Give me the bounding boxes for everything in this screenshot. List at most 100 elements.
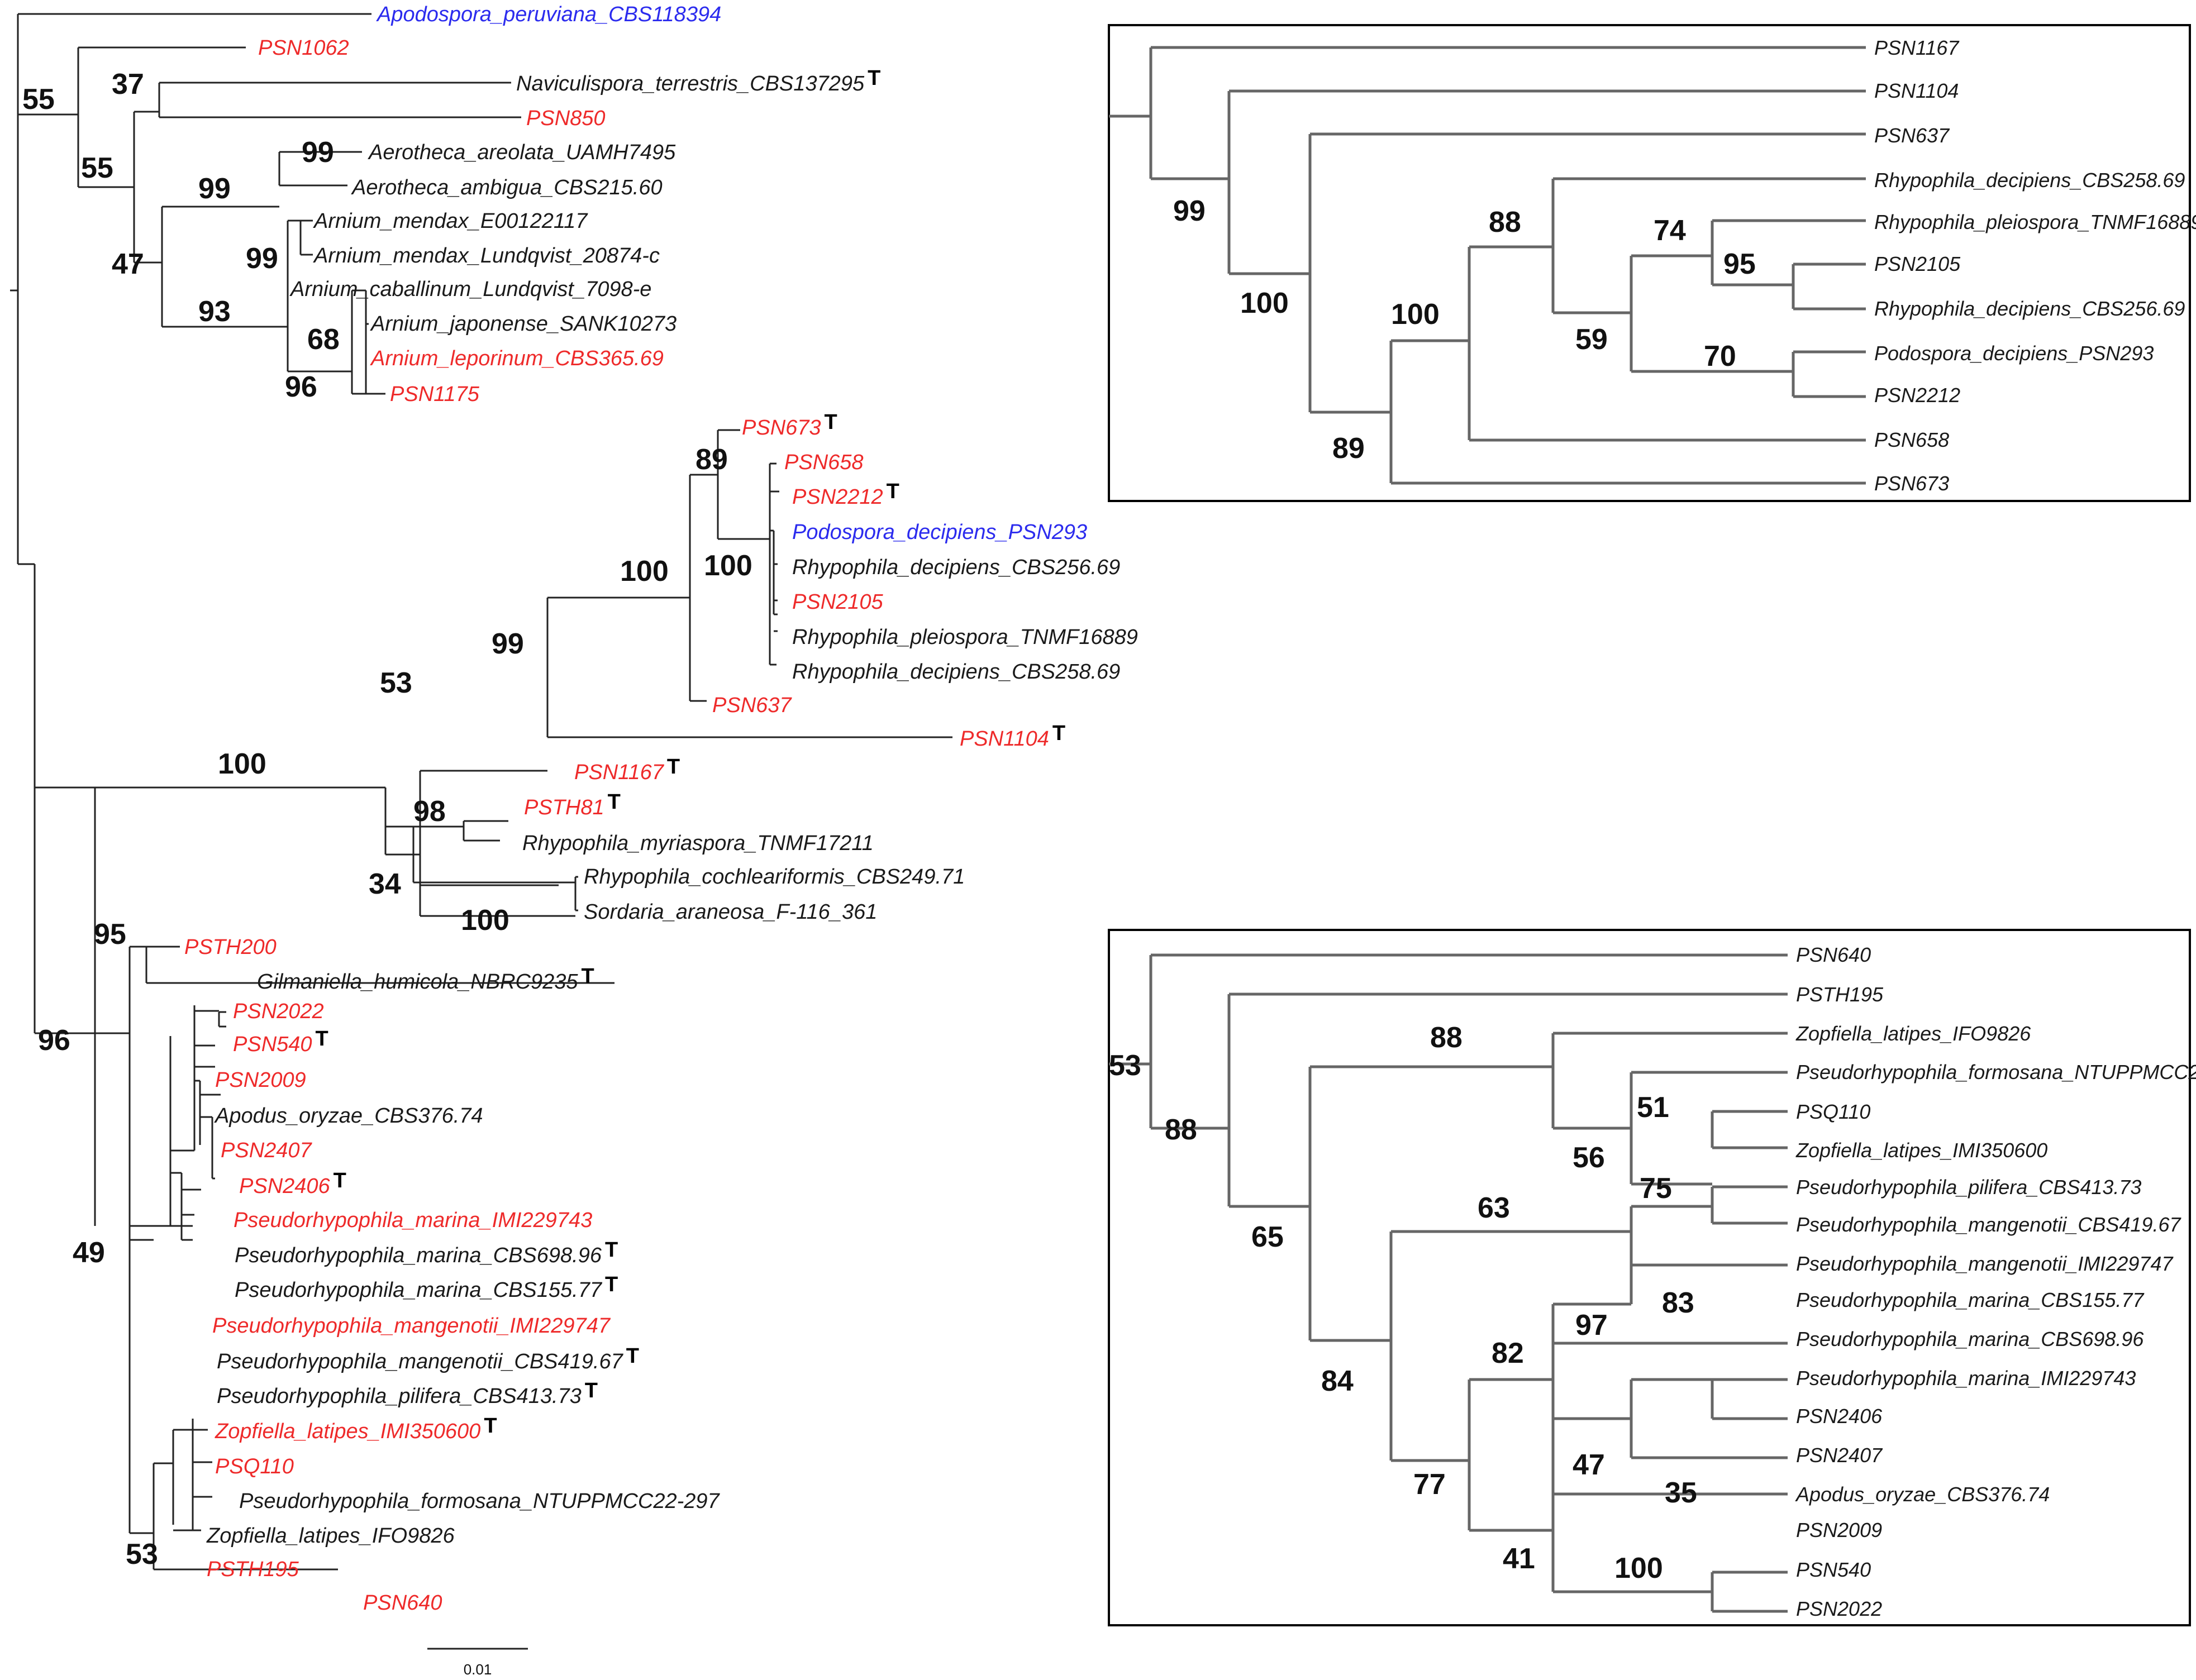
inset-top-tip-label: PSN1167 [1874,36,1960,59]
inset-bottom-tip-label: Pseudorhypophila_pilifera_CBS413.73 [1796,1176,2141,1199]
bootstrap-value: 96 [38,1024,70,1057]
inset-bottom-bootstrap-value: 84 [1321,1365,1354,1397]
inset-top-tip-label: PSN637 [1874,124,1950,147]
tip-label: Pseudorhypophila_formosana_NTUPPMCC22-29… [239,1490,721,1513]
inset-bottom-tip-label: PSN540 [1796,1558,1871,1581]
inset-bottom-tips: PSN640PSTH195Zopfiella_latipes_IFO9826Ps… [1795,943,2196,1620]
tip-label: PSN637 [712,694,792,717]
inset-top-bootstrap-value: 74 [1654,214,1686,247]
inset-bottom-tip-label: Zopfiella_latipes_IMI350600 [1795,1139,2047,1162]
inset-bottom-tip-label: PSN640 [1796,943,1871,966]
inset-bottom-tip-label: Zopfiella_latipes_IFO9826 [1795,1022,2031,1045]
inset-top-tip-label: Rhypophila_decipiens_CBS256.69 [1874,297,2185,320]
inset-bottom-tip-label: Pseudorhypophila_marina_CBS155.77 [1796,1288,2145,1311]
inset-bottom-tip-label: PSN2009 [1796,1519,1882,1541]
inset-bottom-tip-label: PSQ110 [1796,1100,1870,1123]
inset-bottom-bootstrap-value: 56 [1573,1142,1605,1174]
type-strain-marker: T [1052,722,1065,745]
bootstrap-value: 93 [198,295,231,328]
bootstrap-value: 37 [112,68,144,101]
inset-bottom-bootstrap-value: 77 [1413,1468,1446,1501]
tip-label: Arnium_japonense_SANK10273 [370,312,677,336]
tip-label: PSTH195 [207,1558,299,1581]
inset-bottom-bootstrap-value: 35 [1665,1477,1697,1509]
bootstrap-value: 100 [461,904,509,937]
tip-label: Podospora_decipiens_PSN293 [792,521,1087,544]
type-strain-marker: T [887,480,899,503]
inset-top-tip-label: PSN658 [1874,428,1949,451]
type-strain-marker: T [316,1027,328,1051]
tip-label: Rhypophila_cochleariformis_CBS249.71 [584,865,965,889]
inset-top-tip-label: Rhypophila_decipiens_CBS258.69 [1874,169,2185,192]
inset-bottom-tip-label: Pseudorhypophila_mangenotii_IMI229747 [1796,1252,2174,1275]
tip-label: Aerotheca_areolata_UAMH7495 [368,141,676,164]
inset-top-bootstrap-value: 88 [1489,206,1521,238]
tip-label: PSTH200 [184,936,277,959]
tip-label: Rhypophila_decipiens_CBS256.69 [792,556,1120,579]
inset-bottom-tip-label: PSN2022 [1796,1597,1882,1620]
tip-label: Pseudorhypophila_marina_IMI229743 [234,1209,592,1232]
bootstrap-value: 96 [285,371,317,403]
inset-bottom-bootstrap-value: 51 [1637,1091,1669,1124]
inset-top-tip-label: PSN2212 [1874,384,1960,407]
tip-label: PSN640 [363,1591,442,1615]
inset-top-bootstrap-value: 100 [1240,287,1289,319]
tip-label: Zopfiella_latipes_IFO9826 [206,1524,455,1548]
tip-label: Arnium_mendax_Lundqvist_20874-c [313,244,660,268]
type-strain-marker: T [582,965,594,988]
bootstrap-value: 49 [73,1237,105,1269]
inset-top-bootstrap-value: 100 [1391,298,1440,331]
tip-label: Rhypophila_myriaspora_TNMF17211 [522,832,874,855]
bootstrap-value: 89 [696,443,728,476]
tip-label: Sordaria_araneosa_F-116_361 [584,900,877,924]
inset-bottom-branches [1109,953,1788,1613]
bootstrap-value: 47 [112,248,144,280]
inset-top-frame [1108,24,2191,502]
inset-bottom-bootstrap-value: 63 [1478,1192,1510,1224]
inset-top-bootstrap-value: 99 [1173,195,1206,227]
inset-bottom-bootstrap-value: 65 [1251,1221,1284,1253]
type-strain-marker: T [608,790,621,814]
tip-label: PSN850 [526,107,606,130]
inset-top-tip-label: PSN1104 [1874,79,1959,102]
inset-top-branches [1109,46,1866,485]
inset-bottom-bootstrap-value: 82 [1492,1337,1524,1369]
tip-label: Rhypophila_decipiens_CBS258.69 [792,660,1120,684]
bootstrap-value: 68 [307,323,340,356]
inset-bottom-bootstrap-value: 75 [1640,1172,1672,1205]
inset-bottom-tip-label: Pseudorhypophila_mangenotii_CBS419.67 [1796,1213,2181,1236]
inset-bottom-bootstrap-value: 83 [1662,1287,1694,1319]
tip-label: Arnium_caballinum_Lundqvist_7098-e [289,278,651,301]
inset-bottom-tip-label: Pseudorhypophila_marina_CBS698.96 [1796,1328,2144,1350]
inset-bottom-bootstrap-value: 88 [1430,1022,1463,1054]
tip-label: PSQ110 [215,1455,294,1478]
tip-label: PSN1175 [390,383,480,406]
bootstrap-value: 99 [198,173,231,205]
type-strain-marker: T [605,1238,618,1262]
inset-top-bootstrap-value: 95 [1723,248,1756,280]
type-strain-marker: T [605,1273,618,1296]
bootstrap-value: 95 [94,918,126,951]
bootstrap-value: 34 [369,868,401,900]
bootstrap-value: 99 [492,628,524,660]
inset-top-bootstrap-value: 59 [1575,323,1608,356]
inset-bottom: PSN640PSTH195Zopfiella_latipes_IFO9826Ps… [1108,929,2196,1626]
scale-bar: 0.01 [427,1648,528,1678]
inset-top-tip-label: Rhypophila_pleiospora_TNMF16889 [1874,211,2196,233]
